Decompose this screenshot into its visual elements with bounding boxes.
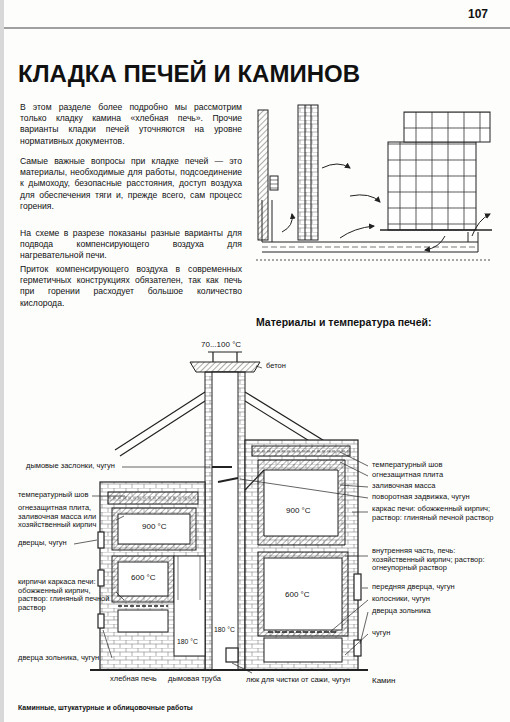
body-paragraph: На схеме в разрезе показаны разные вариа… xyxy=(20,228,242,262)
part-label: чугун xyxy=(372,629,390,638)
part-label: огнезащитная плита, заливочная масса или… xyxy=(18,504,114,530)
part-label: температурный шов xyxy=(372,461,442,470)
part-label: 70...100 °C xyxy=(200,340,242,349)
body-paragraph: Приток компенсирующего воздуха в совреме… xyxy=(20,264,242,309)
part-label: внутренняя часть, печь: хозяйственный ки… xyxy=(372,547,504,573)
part-label: 180 °C xyxy=(176,638,199,646)
part-label: 600 °C xyxy=(284,590,311,599)
part-label: 900 °C xyxy=(285,506,312,515)
part-label: 600 °C xyxy=(130,573,157,582)
page-title: КЛАДКА ПЕЧЕЙ И КАМИНОВ xyxy=(18,60,360,88)
part-label: заливочная масса xyxy=(372,482,435,491)
part-label: температурный шов xyxy=(18,491,88,500)
body-paragraph: В этом разделе более подробно мы рассмот… xyxy=(20,102,242,147)
part-label: кирпичи каркаса печи: обожженный кирпич,… xyxy=(18,578,114,613)
part-label: огнезащитная плита xyxy=(372,471,443,480)
part-label: бетон xyxy=(266,362,286,371)
part-label: колосники, чугун xyxy=(372,595,430,604)
running-footer: Каминные, штукатурные и облицовочные раб… xyxy=(18,704,193,712)
part-label: каркас печи: обожженный кирпич; раствор:… xyxy=(372,505,504,522)
part-label: дымовая труба xyxy=(168,675,221,684)
part-label: дымовые заслонки, чугун xyxy=(26,462,115,471)
part-label: поворотная задвижка, чугун xyxy=(372,493,470,502)
part-label: дверца зольника xyxy=(372,607,431,616)
part-label: люк для чистки от сажи, чугун xyxy=(246,676,350,685)
part-label: дверца зольника, чугун xyxy=(18,654,99,663)
page-number: 107 xyxy=(468,8,488,22)
section-heading: Материалы и температура печей: xyxy=(256,316,431,328)
part-label: хлебная печь xyxy=(110,675,157,684)
part-label: Камин xyxy=(372,676,396,685)
part-label: дверцы, чугун xyxy=(18,539,67,548)
part-label: 900 °C xyxy=(141,522,168,531)
part-label: 180 °C xyxy=(213,626,236,634)
part-label: передняя дверца, чугун xyxy=(372,583,455,592)
body-paragraph: Самые важные вопросы при кладке печей — … xyxy=(20,156,242,212)
